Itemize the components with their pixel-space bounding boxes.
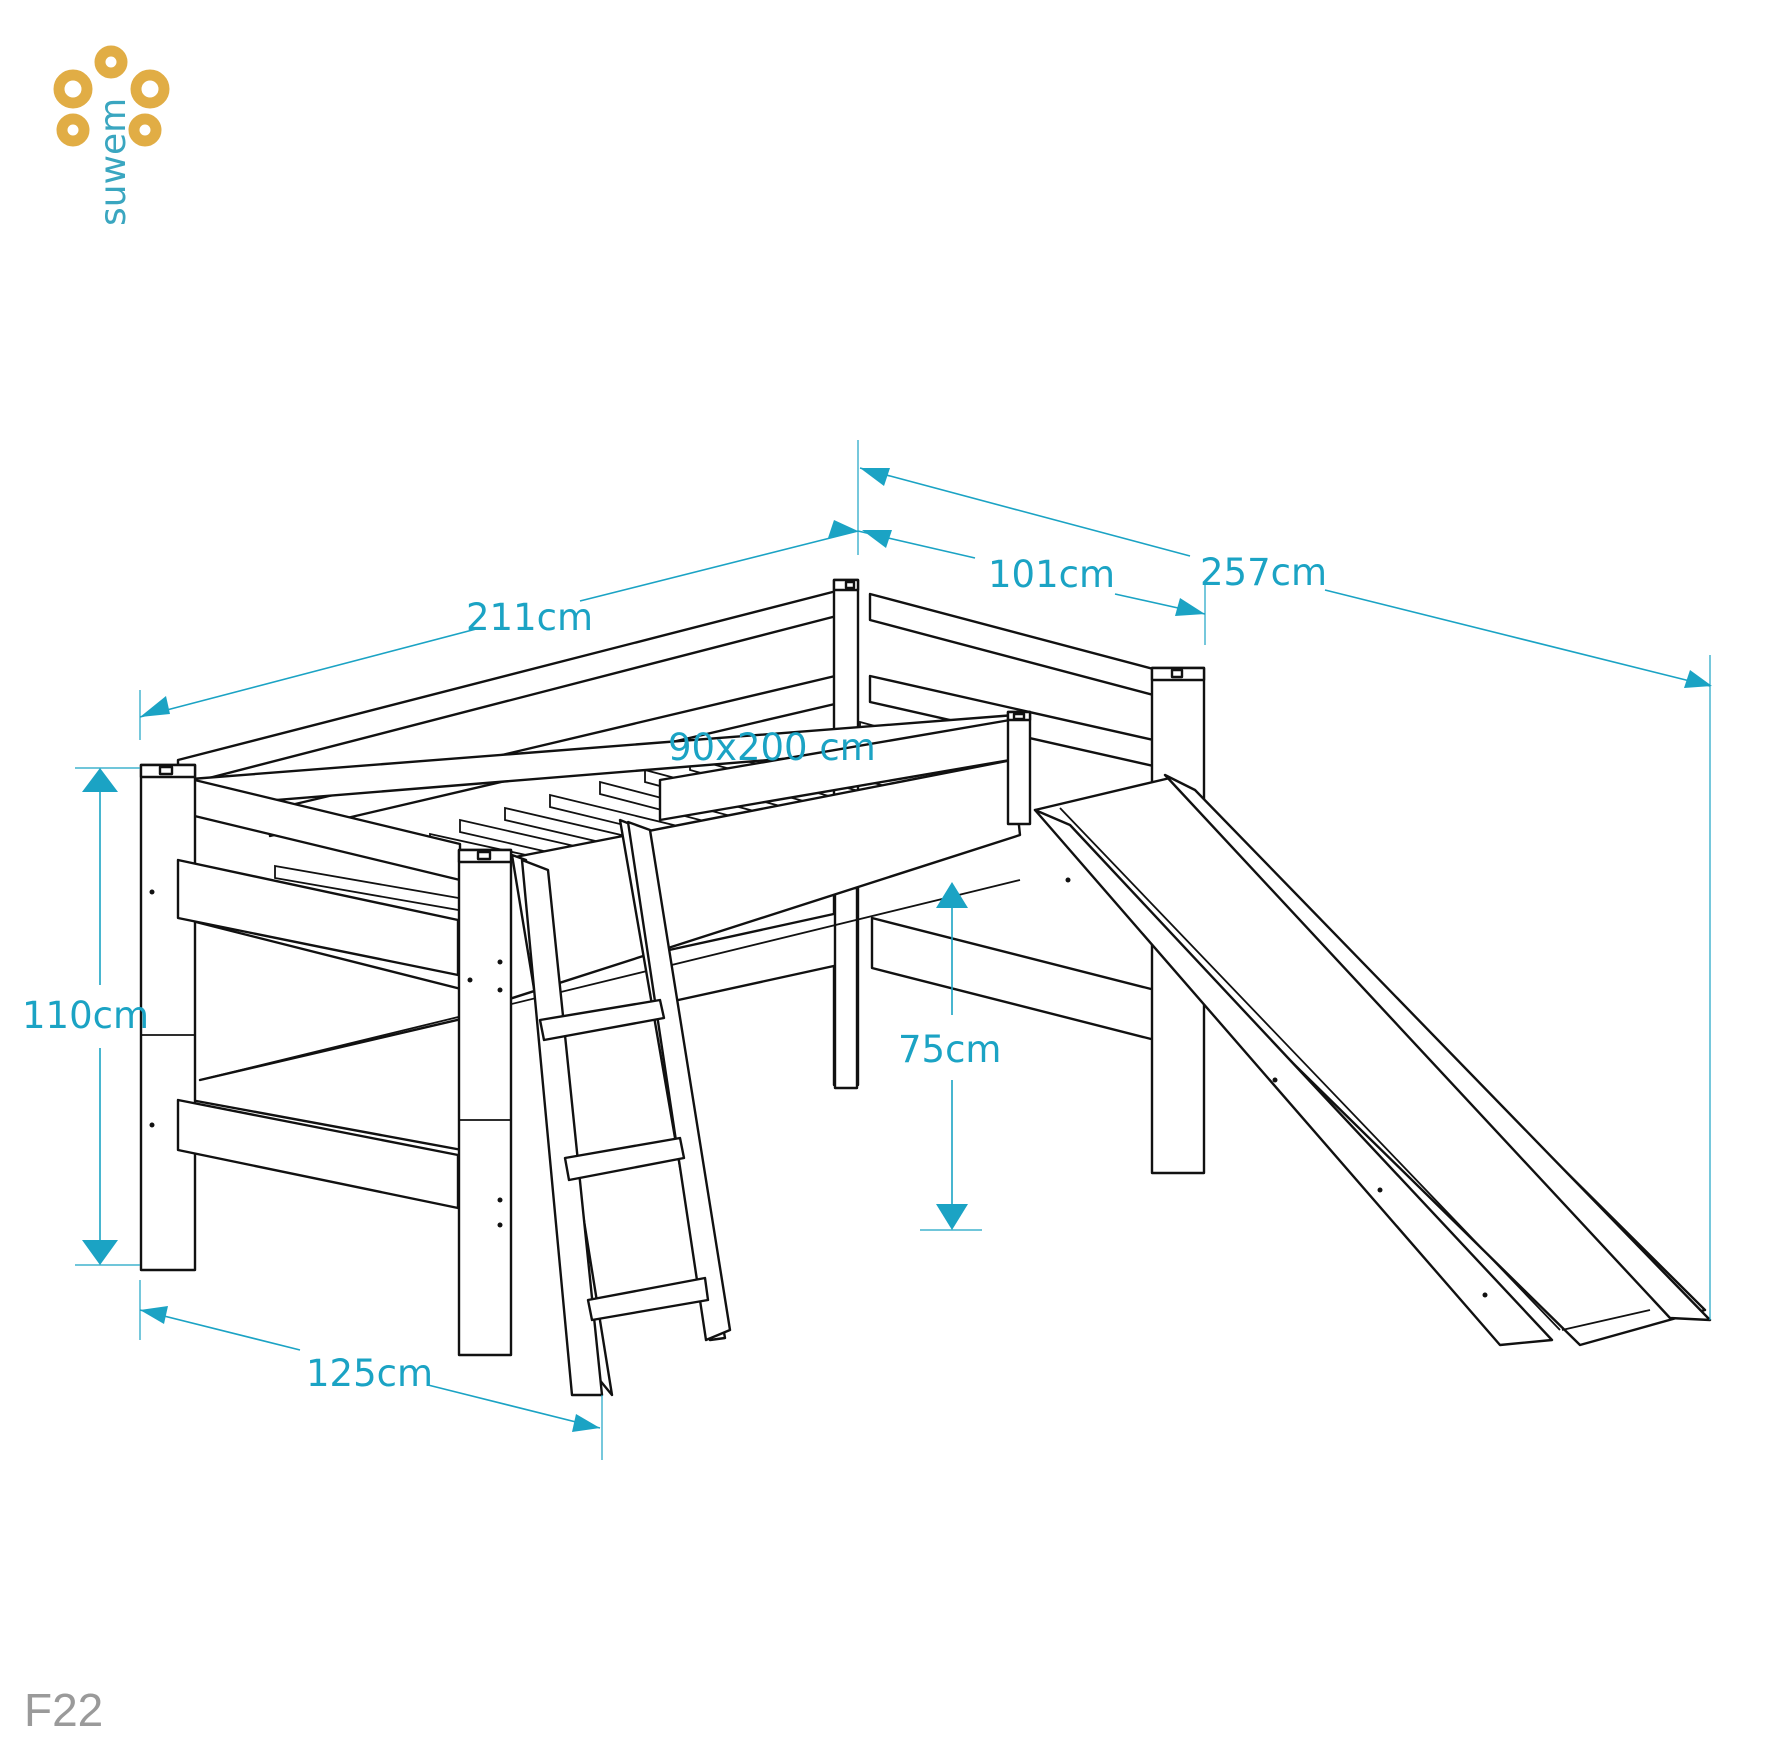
label-height: 110cm [22, 994, 149, 1037]
brand-logo: suwem [53, 45, 170, 226]
logo-circles [53, 45, 170, 147]
ladder-rungs [538, 998, 710, 1322]
label-width: 101cm [988, 553, 1115, 596]
label-length: 211cm [466, 596, 593, 639]
dimension-labels: 211cm 101cm 257cm 110cm 75cm 125cm 90x20… [22, 551, 1327, 1395]
label-mattress-size: 90x200 cm [668, 726, 876, 769]
label-total-length: 257cm [1200, 551, 1327, 594]
brand-name: suwem [93, 98, 134, 226]
ladder [510, 818, 732, 1397]
slide [1033, 773, 1712, 1347]
product-code: F22 [24, 1684, 103, 1736]
label-under-bed-height: 75cm [898, 1028, 1001, 1071]
label-ladder-depth: 125cm [306, 1352, 433, 1395]
dimension-lines [75, 440, 1712, 1460]
